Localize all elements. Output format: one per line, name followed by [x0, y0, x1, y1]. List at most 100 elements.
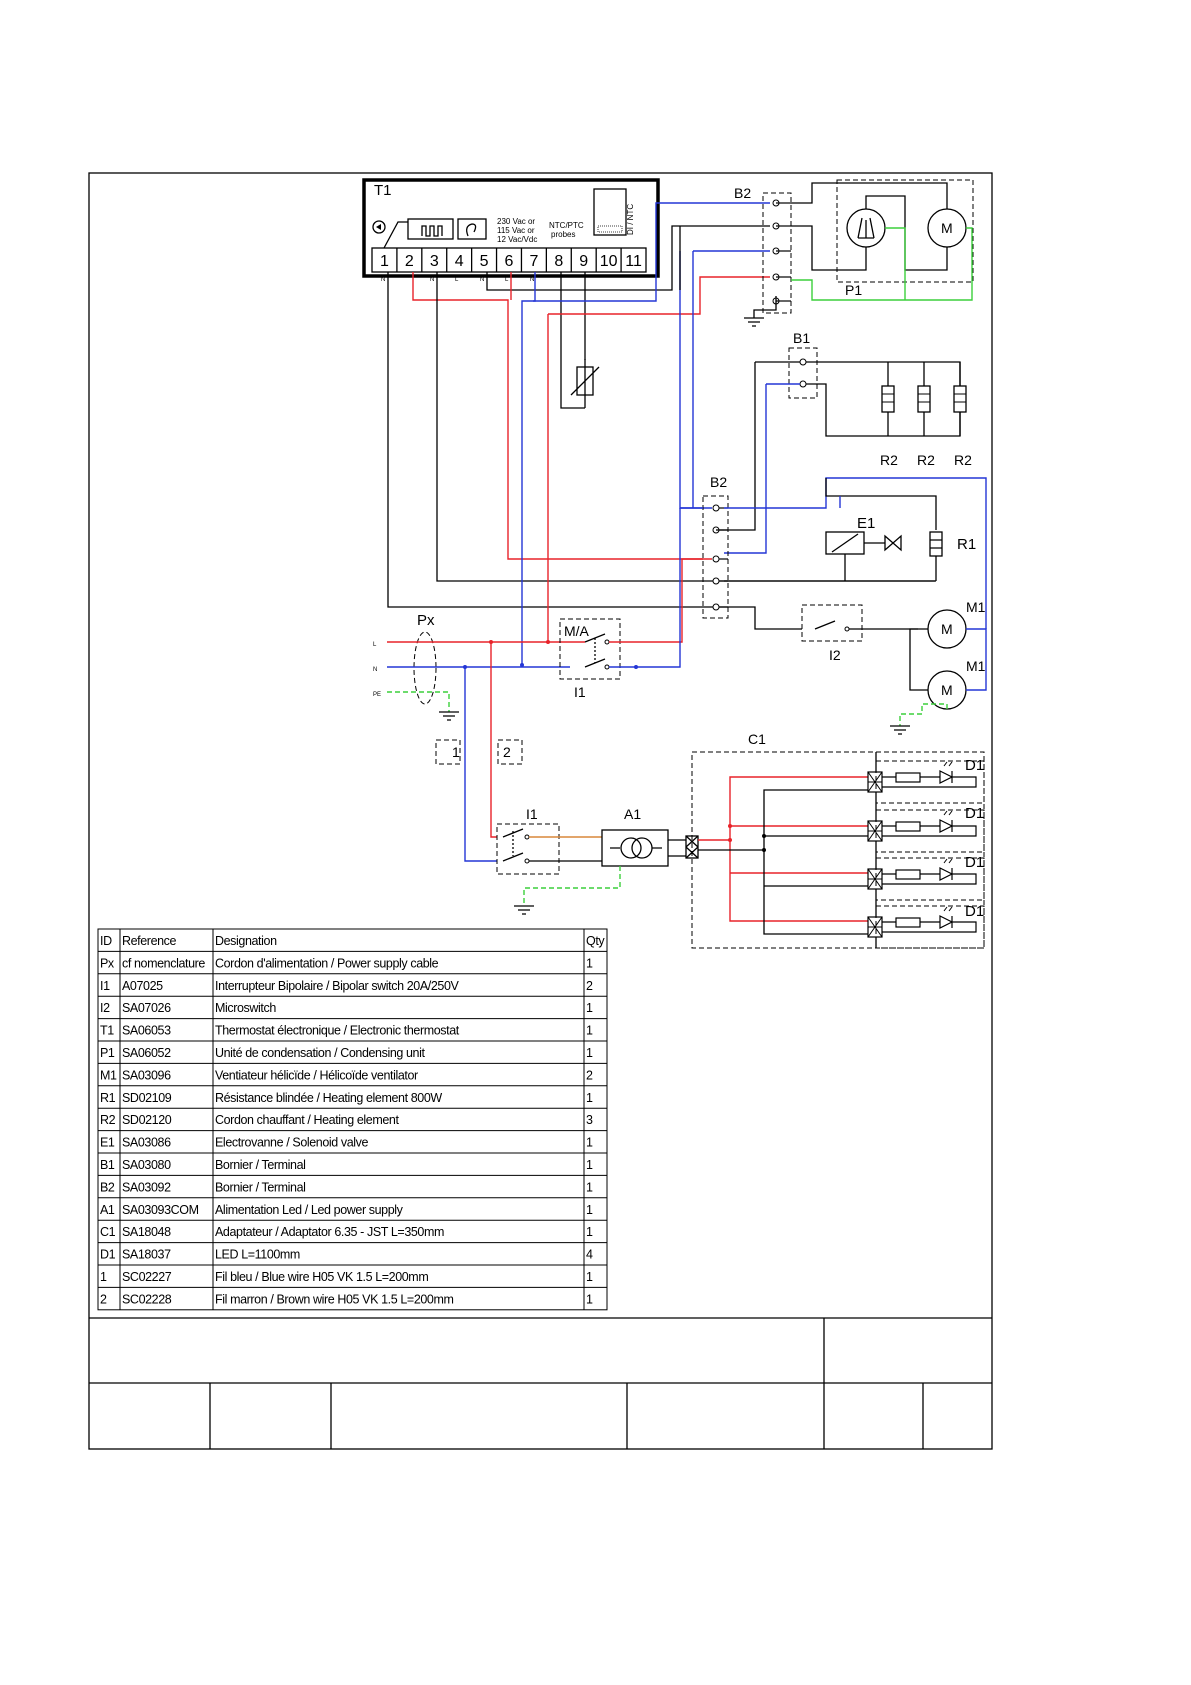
power-supply-px: Px L N PE 1 2 M/A I1	[373, 508, 703, 862]
bom-cell: Microswitch	[215, 1001, 276, 1015]
ground-icon-a1	[514, 905, 534, 915]
d1-label-2: D1	[965, 805, 984, 822]
bom-header-0: ID	[100, 934, 112, 948]
transformer-icon	[620, 837, 642, 859]
bom-cell: 3	[586, 1113, 593, 1127]
bom-cell: Résistance blindée / Heating element 800…	[215, 1091, 442, 1105]
bom-cell: R2	[100, 1113, 116, 1127]
bom-cell: I1	[100, 979, 110, 993]
bom-cell: 1	[586, 1225, 593, 1239]
table-row: R1 SD02109 Résistance blindée / Heating el…	[100, 1091, 593, 1105]
bom-cell: 1	[586, 956, 593, 970]
bom-cell: 1	[586, 1091, 593, 1105]
probe-line-2: probes	[551, 230, 575, 239]
bom-cell: I2	[100, 1001, 110, 1015]
terminal-b1-and-r2: B1 R2 R2 R2	[724, 330, 972, 554]
d1-label-3: D1	[965, 854, 984, 871]
pin-letter-4: L	[455, 277, 459, 283]
di-ntc-label: DI / NTC	[626, 204, 635, 235]
wire-1-label: 1	[452, 744, 460, 760]
bom-cell: A1	[100, 1203, 115, 1217]
bom-cell: Bornier / Terminal	[215, 1158, 306, 1172]
bom-cell: SA03080	[122, 1158, 171, 1172]
bom-header-2: Designation	[215, 934, 277, 948]
compressor-icon	[372, 220, 386, 234]
led-diode-icon	[920, 915, 955, 929]
bom-cell: SC02228	[122, 1292, 172, 1306]
terminal-b2-middle: B2	[680, 474, 729, 619]
bom-cell: SA18048	[122, 1225, 171, 1239]
pin-letter-3: N	[430, 277, 434, 283]
probe-line-1: NTC/PTC	[549, 221, 584, 230]
bom-cell: R1	[100, 1091, 116, 1105]
m1a-label: M1	[966, 599, 986, 615]
microswitch-i2-fans-m1: I2 M M1 M M1	[801, 599, 987, 735]
d1-label-1: D1	[965, 757, 984, 774]
thermostat-t1: T1 230 Vac or 115 Vac or 12 Vac/Vdc NTC/…	[362, 178, 660, 283]
bom-cell: Fil bleu / Blue wire H05 VK 1.5 L=200mm	[215, 1270, 428, 1284]
thermostat-label: T1	[374, 182, 392, 199]
pe-label: PE	[373, 692, 381, 698]
m1b-motor-label: M	[941, 682, 953, 698]
r2-heating-cord-3	[953, 385, 967, 413]
fan-icon	[466, 223, 477, 237]
bom-cell: SD02109	[122, 1091, 172, 1105]
bom-cell: 1	[586, 1180, 593, 1194]
i1-bottom-label: I1	[526, 806, 538, 822]
led-diode-icon	[920, 770, 955, 784]
bom-cell: Adaptateur / Adaptator 6.35 - JST L=350m…	[215, 1225, 444, 1239]
terminal-1: 1	[380, 253, 389, 270]
bom-cell: Ventiateur hélicïde / Hélicoïde ventilat…	[215, 1068, 418, 1082]
bom-cell: SA03096	[122, 1068, 171, 1082]
bom-cell: T1	[100, 1024, 114, 1038]
terminal-3: 3	[430, 253, 439, 270]
b2-mid-label: B2	[710, 474, 727, 490]
bom-cell: Fil marron / Brown wire H05 VK 1.5 L=200…	[215, 1292, 454, 1306]
bom-cell: A07025	[122, 979, 163, 993]
bom-cell: 2	[586, 1068, 593, 1082]
wire-2-label: 2	[503, 744, 511, 760]
bom-cell: B2	[100, 1180, 115, 1194]
bom-cell: E1	[100, 1136, 115, 1150]
terminal-7: 7	[529, 253, 538, 270]
bom-cell: 4	[586, 1248, 593, 1262]
b2-top-label: B2	[734, 185, 751, 201]
bom-cell: cf nomenclature	[122, 956, 205, 970]
bom-cell: SA03086	[122, 1136, 171, 1150]
bom-cell: Cordon d'alimentation / Power supply cab…	[215, 956, 439, 970]
terminal-10: 10	[600, 253, 618, 270]
led-diode-icon	[920, 867, 955, 881]
thermostat-wiring	[387, 202, 935, 665]
bom-cell: Cordon chauffant / Heating element	[215, 1113, 399, 1127]
bom-cell: SA07026	[122, 1001, 171, 1015]
bom-cell: 1	[586, 1203, 593, 1217]
bom-cell: M1	[100, 1068, 117, 1082]
ground-icon	[744, 317, 764, 327]
ground-icon-pe	[439, 711, 459, 721]
bom-cell: 1	[586, 1270, 593, 1284]
terminal-4: 4	[455, 253, 464, 270]
terminal-6: 6	[505, 253, 514, 270]
ground-icon-m1	[890, 725, 910, 735]
bom-cell: 1	[586, 1024, 593, 1038]
ntc-probe-icon	[576, 366, 594, 396]
pulse-icon	[421, 225, 443, 237]
i1-top-label: I1	[574, 684, 586, 700]
b1-label: B1	[793, 330, 810, 346]
c1-label: C1	[748, 731, 766, 747]
bom-cell: B1	[100, 1158, 115, 1172]
a1-label: A1	[624, 806, 641, 822]
terminal-2: 2	[405, 253, 414, 270]
